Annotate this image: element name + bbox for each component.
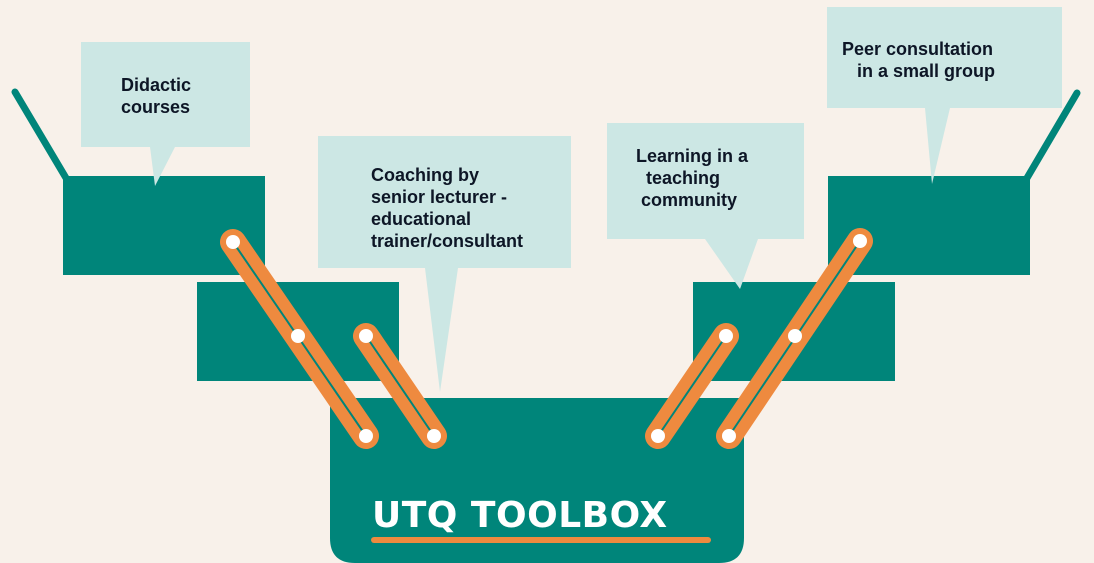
arm-3 <box>645 323 739 449</box>
callout-line: trainer/consultant <box>371 231 524 251</box>
toolbox-title: UTQ TOOLBOX <box>372 495 668 536</box>
callout-line: senior lecturer - <box>371 187 508 207</box>
callout-line: in a small group <box>857 61 996 81</box>
arm-2 <box>353 323 447 449</box>
callout-line: courses <box>121 97 191 117</box>
arm-1 <box>220 229 379 449</box>
callout-line: Coaching by <box>371 165 480 185</box>
callout-bubble-didactic <box>81 42 250 186</box>
arm-4 <box>716 228 873 449</box>
callout-line: educational <box>371 209 472 229</box>
right-handle <box>1023 89 1081 182</box>
callout-bubble-coaching <box>318 136 571 392</box>
callout-bubble-peer <box>827 7 1062 184</box>
callout-text-peer: Peer consultation in a small group <box>842 38 995 82</box>
callout-line: Didactic <box>121 75 192 95</box>
left-handle <box>11 88 70 182</box>
callout-text-didactic: Didactic courses <box>121 74 191 118</box>
callout-text-coaching: Coaching by senior lecturer - educationa… <box>371 164 523 252</box>
callout-line: community <box>641 190 738 210</box>
callout-line: teaching <box>646 168 721 188</box>
callout-bubble-community <box>607 123 804 289</box>
callout-line: Peer consultation <box>842 39 994 59</box>
callout-line: Learning in a <box>636 146 749 166</box>
callout-text-community: Learning in a teaching community <box>636 145 748 211</box>
